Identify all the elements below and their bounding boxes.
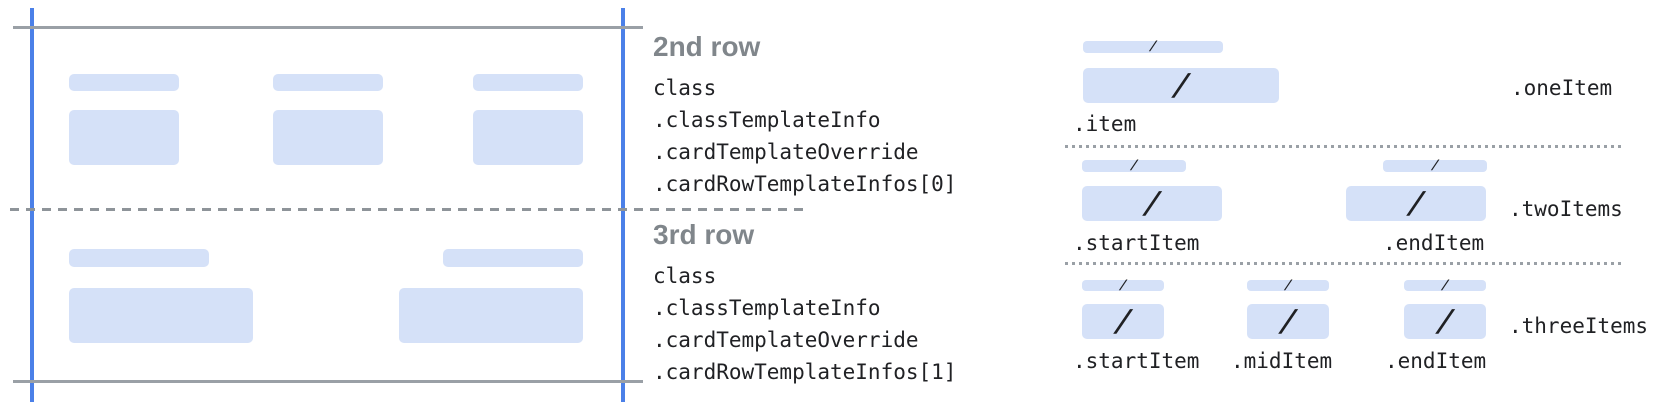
row2-code-path: class .classTemplateInfo .cardTemplateOv… [653,72,956,200]
row2-col3-label-placeholder [473,74,583,91]
startitem-label-placeholder: / [1082,158,1186,173]
slash-glyph: / [1429,158,1441,173]
miditem-value-placeholder: / [1247,304,1329,339]
slash-glyph: / [1439,277,1451,293]
slash-glyph: / [1139,185,1165,221]
layout-name: .twoItems [1509,197,1623,221]
card-bottom-guide-line [13,380,643,383]
startitem-value-placeholder: / [1082,186,1222,221]
row2-col2-label-placeholder [273,74,383,91]
item-label: .item [1073,112,1137,136]
row2-heading: 2nd row [653,31,761,62]
code-line: .classTemplateInfo [653,296,881,320]
slash-glyph: / [1168,67,1194,103]
item-label: .endItem [1383,231,1485,255]
row3-col2-label-placeholder [443,249,583,267]
row-divider-dashed-line [10,208,806,211]
layout-divider-dotted-line [1065,145,1621,148]
code-line: .classTemplateInfo [653,108,881,132]
oneitem-value-placeholder: / [1083,68,1279,103]
row3-col1-value-placeholder [69,288,253,343]
code-line: class [653,76,717,100]
slash-glyph: / [1275,303,1301,339]
row3-col2-value-placeholder [399,288,583,343]
row2-col1-value-placeholder [69,110,179,165]
item-label: .endItem [1385,349,1487,373]
code-line: class [653,264,717,288]
row2-col3-value-placeholder [473,110,583,165]
slash-glyph: / [1403,185,1429,221]
row2-col2-value-placeholder [273,110,383,165]
slash-glyph: / [1282,277,1294,293]
layout-divider-dotted-line [1065,262,1621,265]
card-left-guide-line [30,8,34,402]
slash-glyph: / [1147,39,1159,54]
slash-glyph: / [1117,277,1129,293]
card-right-guide-line [621,8,625,402]
row3-heading: 3rd row [653,219,755,250]
card-top-guide-line [13,26,643,29]
enditem-value-placeholder: / [1346,186,1486,221]
enditem-label-placeholder: / [1383,158,1487,173]
layout-name: .threeItems [1509,314,1649,338]
oneitem-label-placeholder: / [1083,39,1223,54]
code-line: .cardRowTemplateInfos[1] [653,360,957,384]
code-line: .cardTemplateOverride [653,328,919,352]
enditem-value-placeholder: / [1404,304,1486,339]
item-label: .startItem [1073,231,1200,255]
startitem-label-placeholder: / [1082,277,1164,293]
item-label: .startItem [1073,349,1200,373]
enditem-label-placeholder: / [1404,277,1486,293]
row3-col1-label-placeholder [69,249,209,267]
row3-code-path: class .classTemplateInfo .cardTemplateOv… [653,260,956,388]
startitem-value-placeholder: / [1082,304,1164,339]
slash-glyph: / [1110,303,1136,339]
code-line: .cardRowTemplateInfos[0] [653,172,957,196]
item-label: .midItem [1231,349,1333,373]
slash-glyph: / [1128,158,1140,173]
slash-glyph: / [1432,303,1458,339]
code-line: .cardTemplateOverride [653,140,919,164]
row2-col1-label-placeholder [69,74,179,91]
miditem-label-placeholder: / [1247,277,1329,293]
layout-name: .oneItem [1511,76,1613,100]
